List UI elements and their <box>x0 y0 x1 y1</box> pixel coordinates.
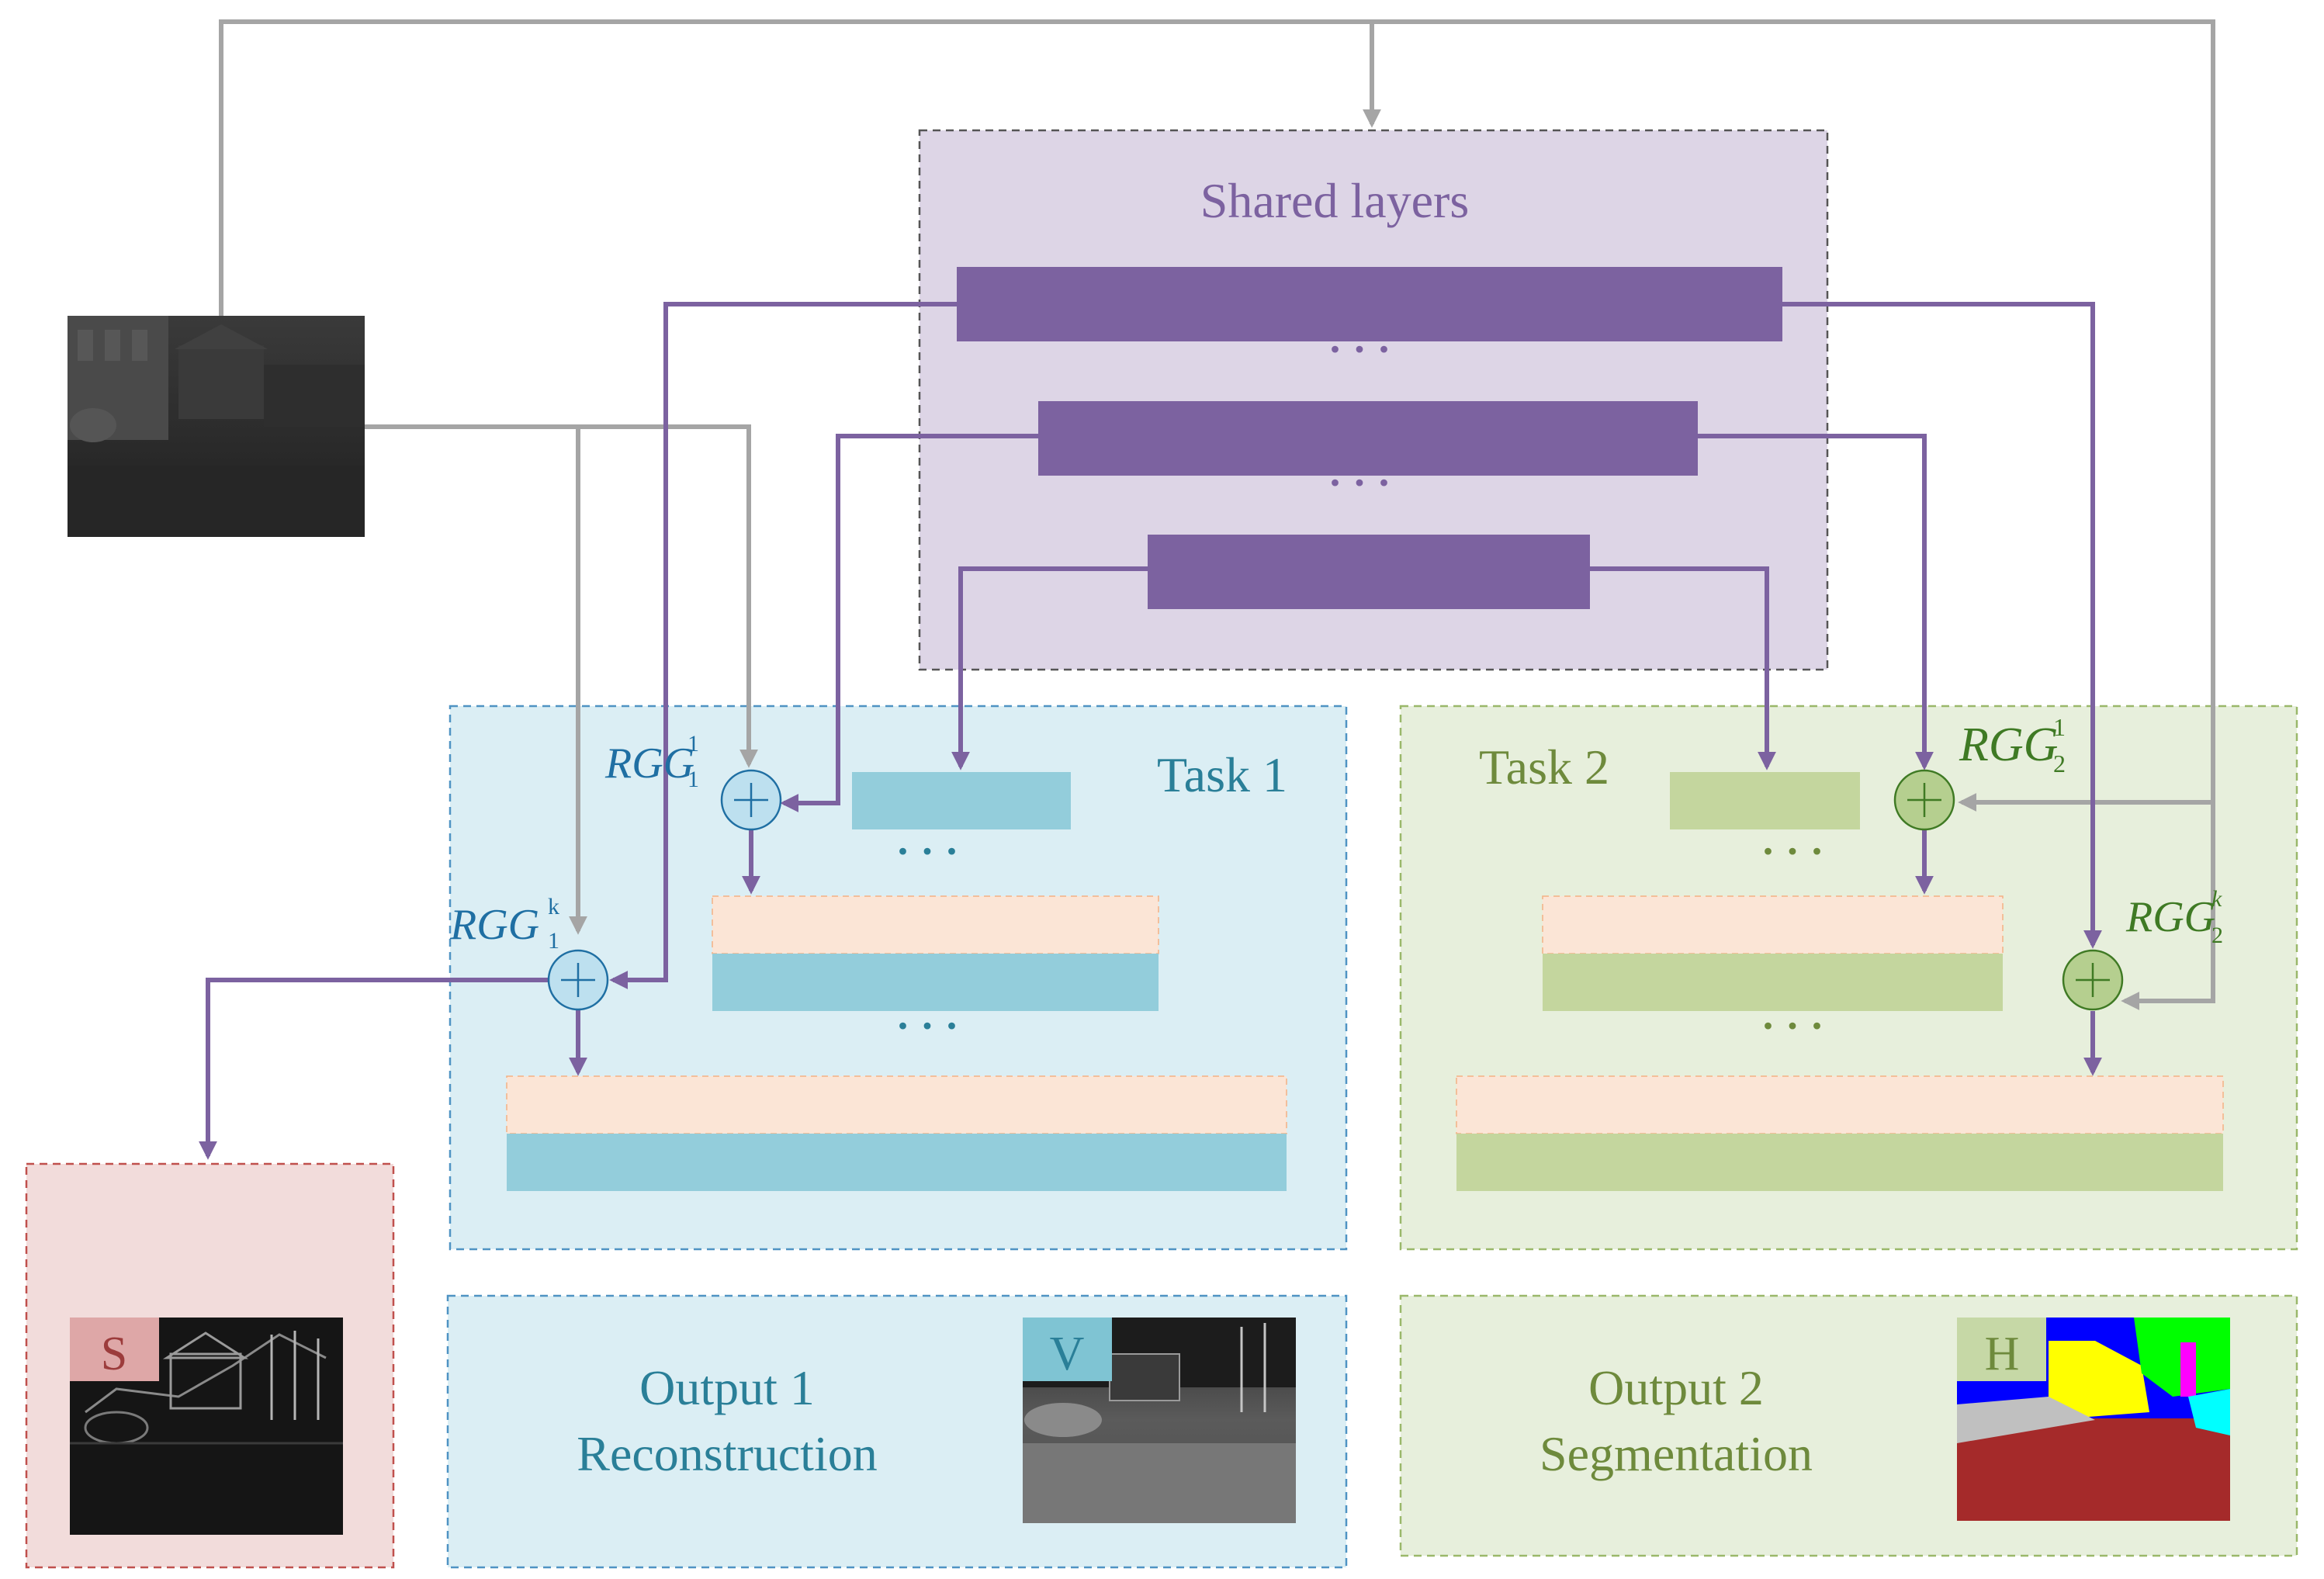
task2-mid-peach <box>1542 895 2004 954</box>
task2-sum-node-bottom <box>2062 949 2124 1011</box>
task1-mid-peach <box>712 895 1159 954</box>
shared-layers-title: Shared layers <box>1200 173 1470 228</box>
task1-ellipsis-1: · · · <box>895 828 958 874</box>
shared-ellipsis-2: · · · <box>1328 459 1391 506</box>
output2-line2: Segmentation <box>1540 1426 1813 1481</box>
gray-connectors <box>219 19 2215 1010</box>
task2-sum-node-top <box>1893 769 1955 831</box>
task2-ellipsis-2: · · · <box>1761 1002 1824 1049</box>
task1-rgg-bottom-label: RGG k 1 <box>449 894 559 954</box>
task1-rgg-bot-sub: 1 <box>548 928 559 954</box>
task2-ellipsis-1: · · · <box>1761 828 1824 874</box>
task2-rgg-top-sup: 1 <box>2053 713 2066 741</box>
shared-bar-3 <box>1148 535 1590 609</box>
task1-rgg-top-sup: 1 <box>688 731 699 757</box>
task1-rgg-top-sub: 1 <box>688 767 699 792</box>
task2-small-bar <box>1670 772 1860 829</box>
shared-bar-2 <box>1038 401 1698 476</box>
h-segmentation-image: H <box>1957 1318 2230 1521</box>
task2-rgg-bot-sup: k <box>2211 886 2222 912</box>
v-output-image: V <box>1023 1318 1296 1523</box>
task1-big-peach <box>506 1075 1287 1134</box>
task2-title: Task 2 <box>1479 739 1609 795</box>
task1-small-bar <box>852 772 1071 829</box>
task1-ellipsis-2: · · · <box>895 1002 958 1049</box>
shared-bar-1 <box>957 267 1782 341</box>
h-badge: H <box>1985 1328 2020 1380</box>
thermal-input-image <box>68 316 365 537</box>
output2-line1: Output 2 <box>1588 1360 1764 1415</box>
task2-rgg-bot-sub: 2 <box>2211 923 2223 948</box>
output1-line2: Reconstruction <box>577 1426 877 1481</box>
task1-sum-node-bottom <box>547 949 609 1011</box>
task2-rgg-top-sub: 2 <box>2053 750 2066 777</box>
output1-line1: Output 1 <box>639 1360 815 1415</box>
shared-ellipsis-1: · · · <box>1328 326 1391 372</box>
task1-title: Task 1 <box>1157 747 1287 802</box>
v-badge: V <box>1050 1328 1085 1380</box>
task2-big-bar <box>1456 1134 2223 1191</box>
task1-rgg-top-label: RGG 1 1 <box>604 731 699 792</box>
task1-rgg-bot-sup: k <box>548 894 559 919</box>
task1-sum-node-top <box>720 769 782 831</box>
task2-rgg-bot-base: RGG <box>2125 893 2215 941</box>
task2-big-peach <box>1456 1075 2224 1134</box>
task2-rgg-top-base: RGG <box>1959 719 2058 771</box>
task1-rgg-top-base: RGG <box>604 739 694 788</box>
task2-rgg-bottom-label: RGG k 2 <box>2125 886 2223 948</box>
task1-rgg-bot-base: RGG <box>449 901 539 949</box>
task2-rgg-top-label: RGG 1 2 <box>1959 713 2066 777</box>
task2-mid-bar <box>1543 954 2003 1011</box>
s-badge: S <box>101 1328 127 1380</box>
s-output-image: S <box>70 1318 343 1535</box>
purple-connectors <box>199 302 2102 1160</box>
task1-mid-bar <box>712 954 1159 1011</box>
task1-big-bar <box>507 1134 1287 1191</box>
